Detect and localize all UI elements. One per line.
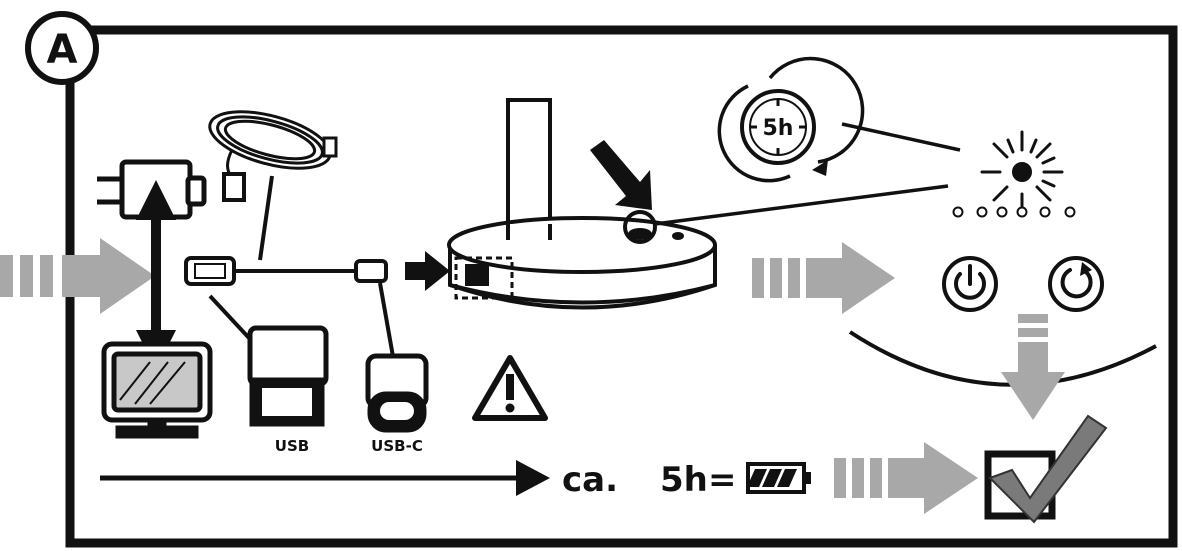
battery-icon: [746, 462, 811, 494]
warning-icon: [472, 355, 548, 421]
power-icon: [942, 256, 998, 312]
usb-label: USB: [275, 437, 309, 455]
usb-a-connector-icon: [247, 325, 329, 427]
timer-icon: 5h: [717, 56, 865, 183]
checkbox-icon: [984, 414, 1108, 524]
button-callout-line: [654, 184, 949, 226]
monitor-icon: [101, 341, 213, 439]
duration-text: 5h: [660, 460, 708, 500]
usb-c-connector-icon: [365, 353, 429, 433]
refresh-icon: [1048, 256, 1104, 312]
down-arrow: [1001, 314, 1065, 420]
plug-in-arrow: [405, 251, 450, 291]
usb-cable-line: [184, 256, 388, 286]
ca-text: ca.: [562, 460, 618, 500]
usb-cable-icon: [208, 110, 338, 202]
light-burst-icon: [980, 130, 1064, 214]
cable-pointer-line: [258, 175, 274, 261]
badge-letter: A: [47, 27, 78, 73]
button-magnifier: [623, 210, 657, 244]
badge-a: A: [25, 11, 99, 85]
usbc-label: USB-C: [371, 437, 423, 455]
timeline-arrow-head: [516, 460, 550, 496]
bottom-arrow: [834, 442, 978, 514]
button-pointer-arrow: [590, 140, 652, 210]
input-arrow: [0, 238, 155, 314]
timer-callout-line: [841, 122, 961, 152]
equals-text: =: [708, 460, 737, 500]
lamp-icon: [447, 98, 717, 310]
timer-label: 5h: [763, 116, 794, 141]
arc-line: [848, 330, 1157, 387]
mid-arrow: [752, 242, 895, 314]
wall-plug-icon: [97, 159, 207, 220]
brightness-dots: [952, 206, 1076, 218]
